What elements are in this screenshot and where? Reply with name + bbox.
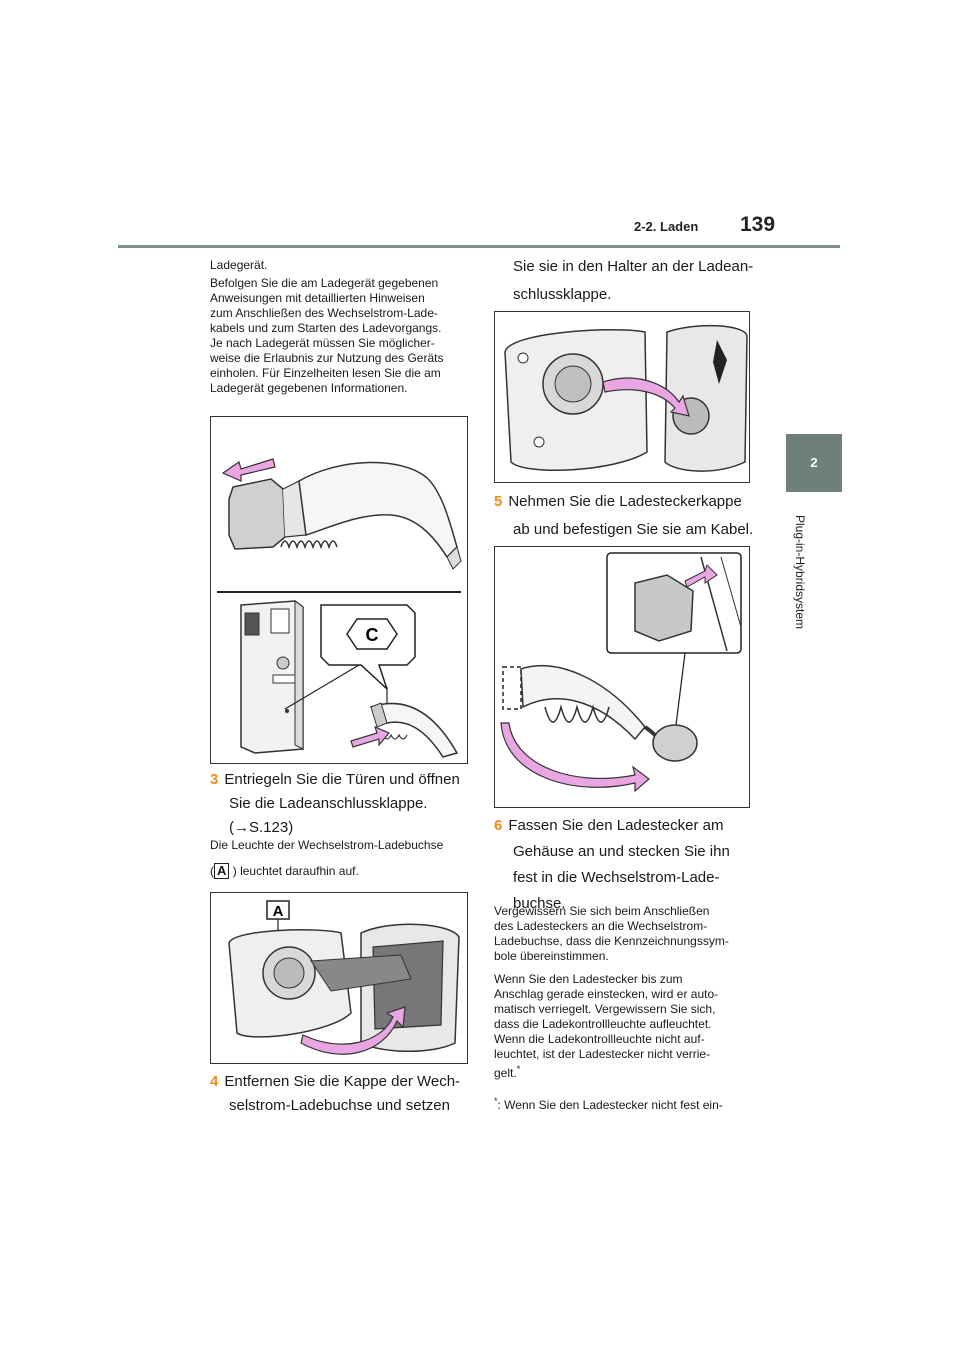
footnote: *: Wenn Sie den Ladestecker nicht fest e… bbox=[494, 1096, 723, 1112]
page-number: 139 bbox=[740, 213, 776, 236]
plug-body bbox=[520, 664, 646, 741]
step-3-number: 3 bbox=[210, 771, 219, 788]
figure-cap-holder bbox=[494, 311, 750, 483]
chapter-tab[interactable]: 2 bbox=[786, 434, 842, 492]
figure-plug-cap bbox=[494, 546, 750, 808]
plug-cap bbox=[652, 724, 698, 762]
chapter-title-vertical: Plug-in-Hybridsystem bbox=[793, 514, 807, 630]
plug-cap-illustration bbox=[500, 552, 742, 793]
move-cap-arrow bbox=[602, 377, 690, 417]
label-a-ref: A bbox=[214, 863, 230, 879]
charger-plug-illustration: C bbox=[217, 458, 462, 758]
push-arrow bbox=[350, 725, 390, 748]
section-title: 2-2. Laden bbox=[634, 219, 699, 234]
label-c: C bbox=[366, 625, 379, 645]
header-rule bbox=[118, 245, 840, 248]
holder-arrow bbox=[713, 340, 727, 384]
label-a: A bbox=[273, 903, 284, 920]
figure-charge-port: A bbox=[210, 892, 468, 1064]
charge-port-illustration: A bbox=[228, 900, 460, 1055]
step-5-number: 5 bbox=[494, 493, 503, 510]
paragraph-symbols: Vergewissern Sie sich beim Anschließen d… bbox=[494, 904, 729, 963]
figure-charger-plug: C bbox=[210, 416, 468, 764]
paragraph-locking: Wenn Sie den Ladestecker bis zum Anschla… bbox=[494, 972, 719, 1080]
spring-cable-2 bbox=[544, 704, 610, 723]
footnote-mark: * bbox=[494, 1096, 498, 1106]
step-4-number: 4 bbox=[210, 1073, 219, 1090]
plug-head bbox=[228, 478, 286, 550]
insert-arrow bbox=[500, 722, 650, 793]
step-6-number: 6 bbox=[494, 817, 503, 834]
label-c-hexagon bbox=[346, 618, 398, 650]
spring-cable bbox=[280, 540, 338, 550]
pull-arrow bbox=[221, 458, 276, 482]
step-4-continued: Sie sie in den Halter an der Ladean- sch… bbox=[513, 258, 754, 303]
attach-arrow bbox=[684, 564, 718, 588]
cap-holder-illustration bbox=[504, 324, 748, 472]
step-3-note: Die Leuchte der Wechselstrom-Ladebuchse … bbox=[210, 838, 444, 879]
intro-paragraph: Befolgen Sie die am Ladegerät gegebenen … bbox=[210, 276, 444, 395]
open-flap-arrow bbox=[300, 1006, 406, 1055]
intro-line: Ladegerät. bbox=[210, 258, 268, 272]
